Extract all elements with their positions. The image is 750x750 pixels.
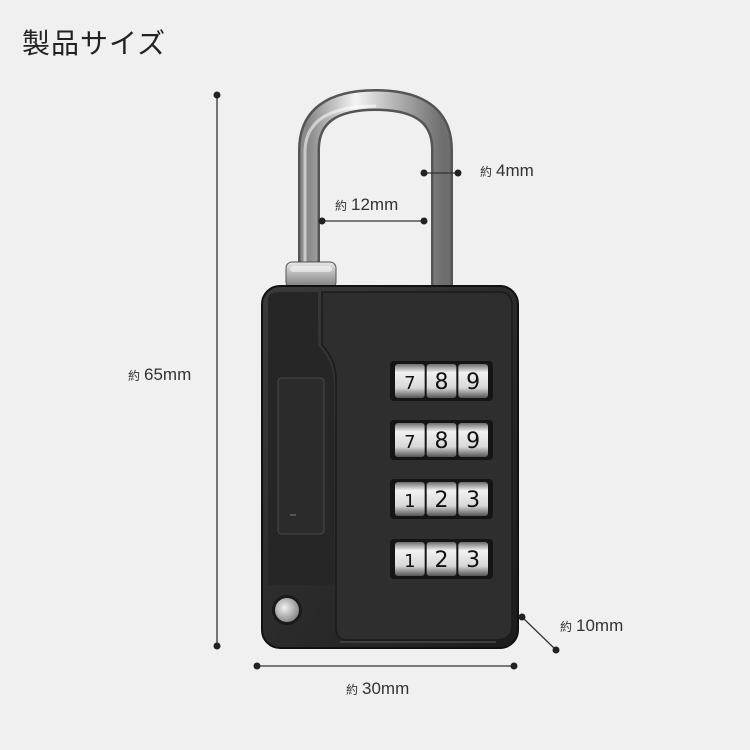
width-value: 30mm: [362, 679, 410, 698]
height-prefix: 約: [128, 369, 141, 383]
dial-wheel[interactable]: [395, 482, 425, 516]
dial-wheel[interactable]: [426, 482, 457, 516]
height-value: 65mm: [144, 365, 192, 384]
dial-digit: 1: [404, 491, 415, 512]
dimension-lines: [213, 91, 560, 670]
dial-digit: 8: [435, 370, 449, 395]
dial-wheel[interactable]: [395, 423, 425, 457]
shackle-gap-prefix: 約: [335, 199, 348, 213]
dial-wheel[interactable]: [458, 482, 488, 516]
dial-digit: 7: [404, 373, 415, 394]
page-title: 製品サイズ: [22, 27, 167, 60]
depth-value: 10mm: [576, 616, 624, 635]
dial-wheel[interactable]: [458, 423, 488, 457]
dial-wheel[interactable]: [458, 364, 488, 398]
depth-prefix: 約: [560, 620, 573, 634]
dial-wheel[interactable]: [426, 364, 457, 398]
lock-body: [261, 285, 519, 649]
dial-digit: 7: [404, 432, 415, 453]
dial-digit: 2: [435, 488, 449, 513]
dial-digit: 9: [466, 429, 480, 454]
dial-wheel[interactable]: [395, 542, 425, 576]
width-prefix: 約: [346, 683, 359, 697]
dial-digit: 9: [466, 370, 480, 395]
dial-wheel[interactable]: [426, 423, 457, 457]
shackle-gap-value: 12mm: [351, 195, 399, 214]
dial-wheel[interactable]: [395, 364, 425, 398]
shackle-thickness-prefix: 約: [480, 165, 493, 179]
dial-wheel[interactable]: [426, 542, 457, 576]
dial-digit: 3: [466, 488, 480, 513]
shackle-thickness-value: 4mm: [496, 161, 534, 180]
dial-digit: 2: [435, 548, 449, 573]
dial-digit: 3: [466, 548, 480, 573]
dial-digit: 8: [435, 429, 449, 454]
shackle: [285, 88, 453, 290]
dial-digit: 1: [404, 551, 415, 572]
dial-wheel[interactable]: [458, 542, 488, 576]
